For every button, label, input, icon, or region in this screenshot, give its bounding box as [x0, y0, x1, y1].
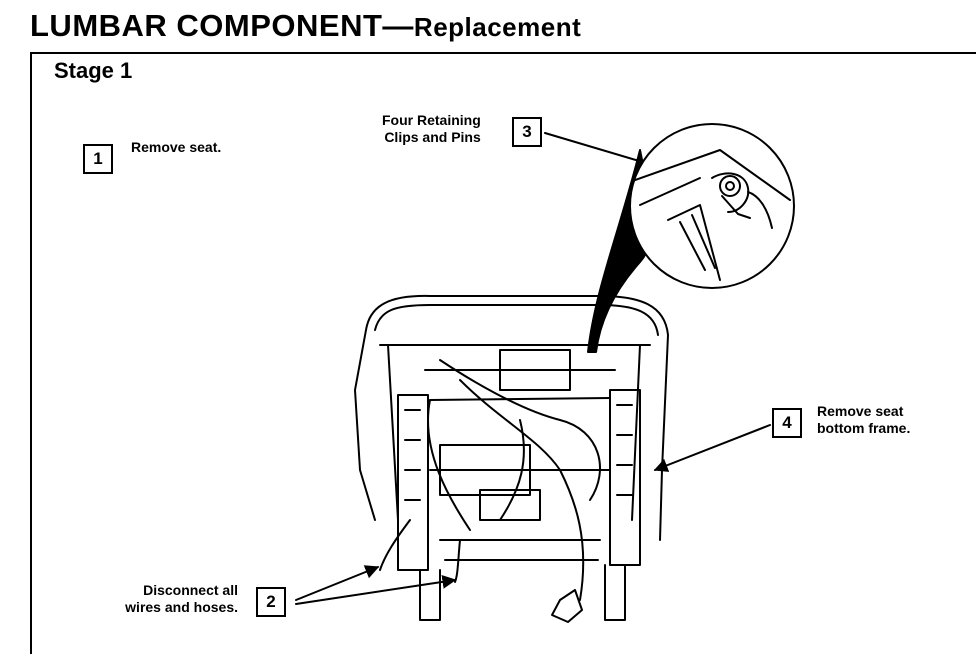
- step-1-label: Remove seat.: [131, 139, 221, 156]
- leader-4: [653, 424, 771, 472]
- title-sub: Replacement: [413, 12, 582, 42]
- leader-2b: [295, 574, 457, 605]
- step-2-label: Disconnect all wires and hoses.: [100, 582, 238, 616]
- step-2-line-2: wires and hoses.: [125, 599, 238, 615]
- seat-illustration: [295, 123, 795, 623]
- step-2-line-1: Disconnect all: [143, 582, 238, 598]
- leader-2a: [295, 565, 380, 601]
- step-4-line-2: bottom frame.: [817, 420, 911, 436]
- step-1-box: 1: [83, 144, 113, 174]
- step-1-line-1: Remove seat.: [131, 139, 222, 155]
- title-dash: —: [382, 8, 414, 43]
- step-3-label: Four Retaining Clips and Pins: [382, 112, 481, 146]
- step-4-label: Remove seat bottom frame.: [817, 403, 910, 437]
- step-4-line-1: Remove seat: [817, 403, 904, 419]
- seat-frame: [354, 294, 669, 623]
- step-3-line-2: Clips and Pins: [384, 129, 481, 145]
- step-2-box: 2: [256, 587, 286, 617]
- title-main: LUMBAR COMPONENT: [30, 8, 383, 43]
- page-title: LUMBAR COMPONENT—Replacement: [30, 8, 581, 44]
- step-3-box: 3: [512, 117, 542, 147]
- step-4-box: 4: [772, 408, 802, 438]
- stage-frame: [30, 52, 976, 654]
- stage-heading: Stage 1: [54, 58, 133, 83]
- step-3-line-1: Four Retaining: [382, 112, 481, 128]
- detail-inset: [629, 123, 795, 289]
